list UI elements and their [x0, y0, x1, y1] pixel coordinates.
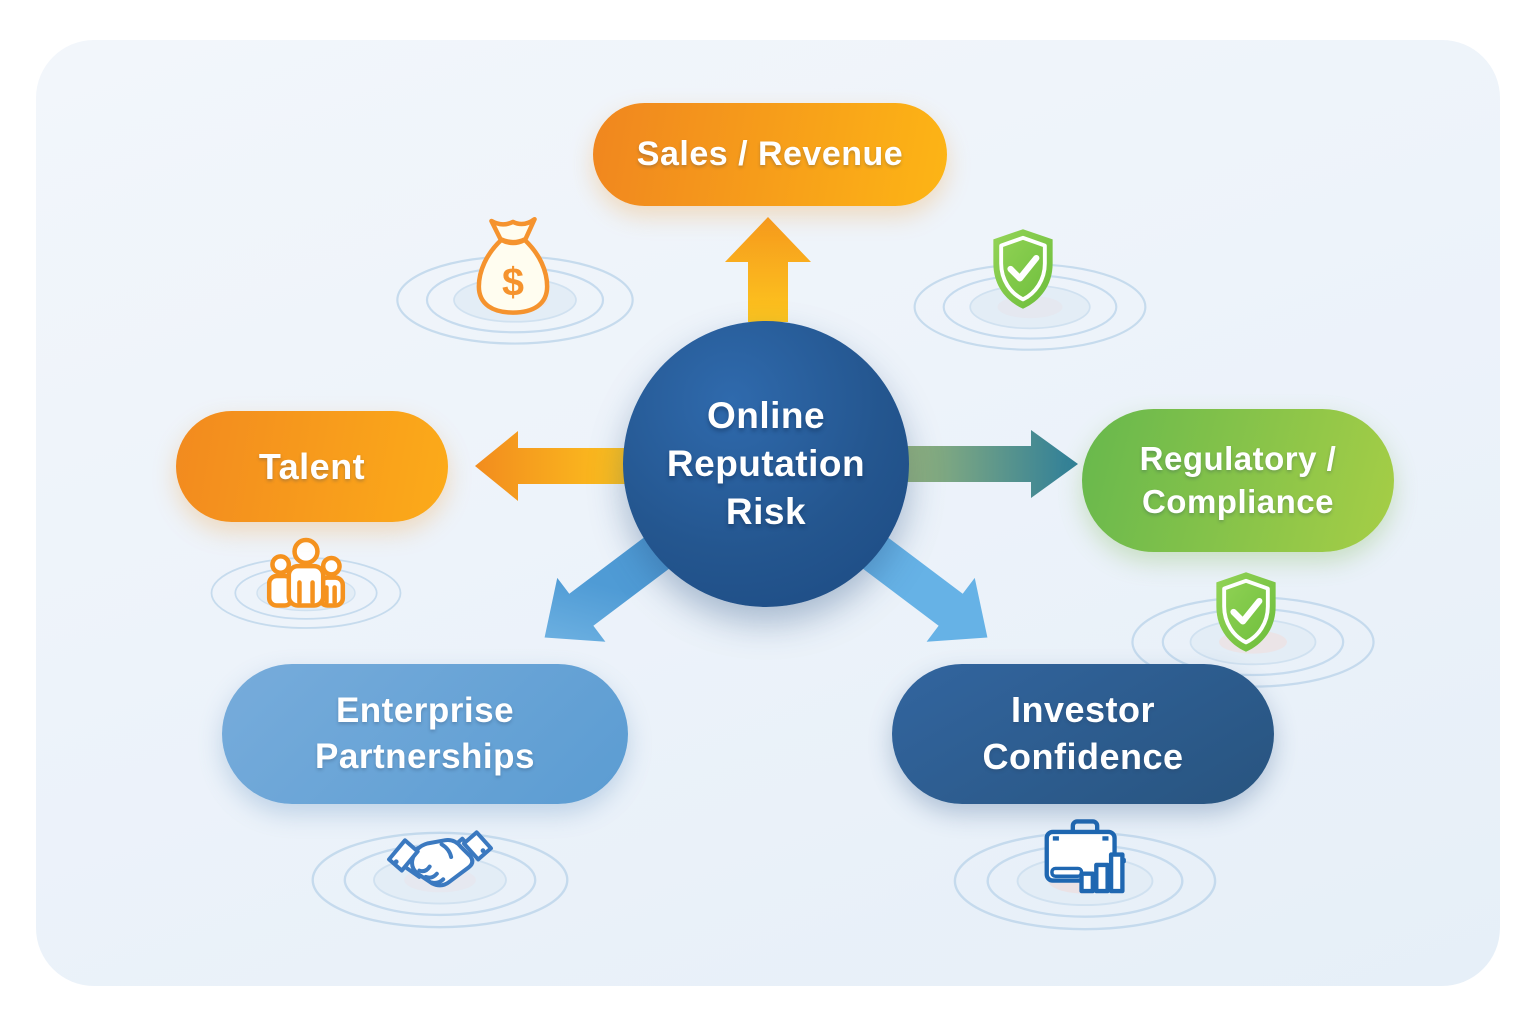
money-bag-icon: $	[466, 212, 560, 318]
arrow-left-to-talent	[475, 431, 633, 501]
node-investor-confidence: Investor Confidence	[892, 664, 1274, 804]
node-enterprise-partnerships-label: Enterprise Partnerships	[315, 690, 535, 776]
node-investor-confidence-label: Investor Confidence	[982, 689, 1184, 777]
team-icon	[261, 535, 351, 617]
center-node-online-reputation-risk: Online Reputation Risk	[623, 321, 909, 607]
briefcase-chart-icon	[1041, 818, 1129, 898]
arrow-up-to-sales	[725, 217, 811, 322]
node-sales-revenue-label: Sales / Revenue	[636, 135, 904, 173]
center-node-label: Online Reputation Risk	[666, 394, 866, 533]
shield-check-icon	[984, 226, 1062, 312]
arrow-right-to-regulatory	[903, 430, 1078, 498]
shield-check-icon	[1207, 569, 1285, 655]
handshake-icon	[384, 818, 496, 904]
arrow-diagonal-to-enterprise	[544, 536, 671, 642]
node-regulatory-compliance-label: Regulatory / Compliance	[1139, 439, 1337, 520]
node-enterprise-partnerships: Enterprise Partnerships	[222, 664, 628, 804]
node-sales-revenue: Sales / Revenue	[593, 103, 947, 206]
svg-text:$: $	[502, 261, 524, 305]
node-regulatory-compliance: Regulatory / Compliance	[1082, 409, 1394, 552]
node-talent: Talent	[176, 411, 448, 522]
node-talent-label: Talent	[258, 445, 366, 487]
arrow-diagonal-to-investor	[861, 536, 988, 642]
